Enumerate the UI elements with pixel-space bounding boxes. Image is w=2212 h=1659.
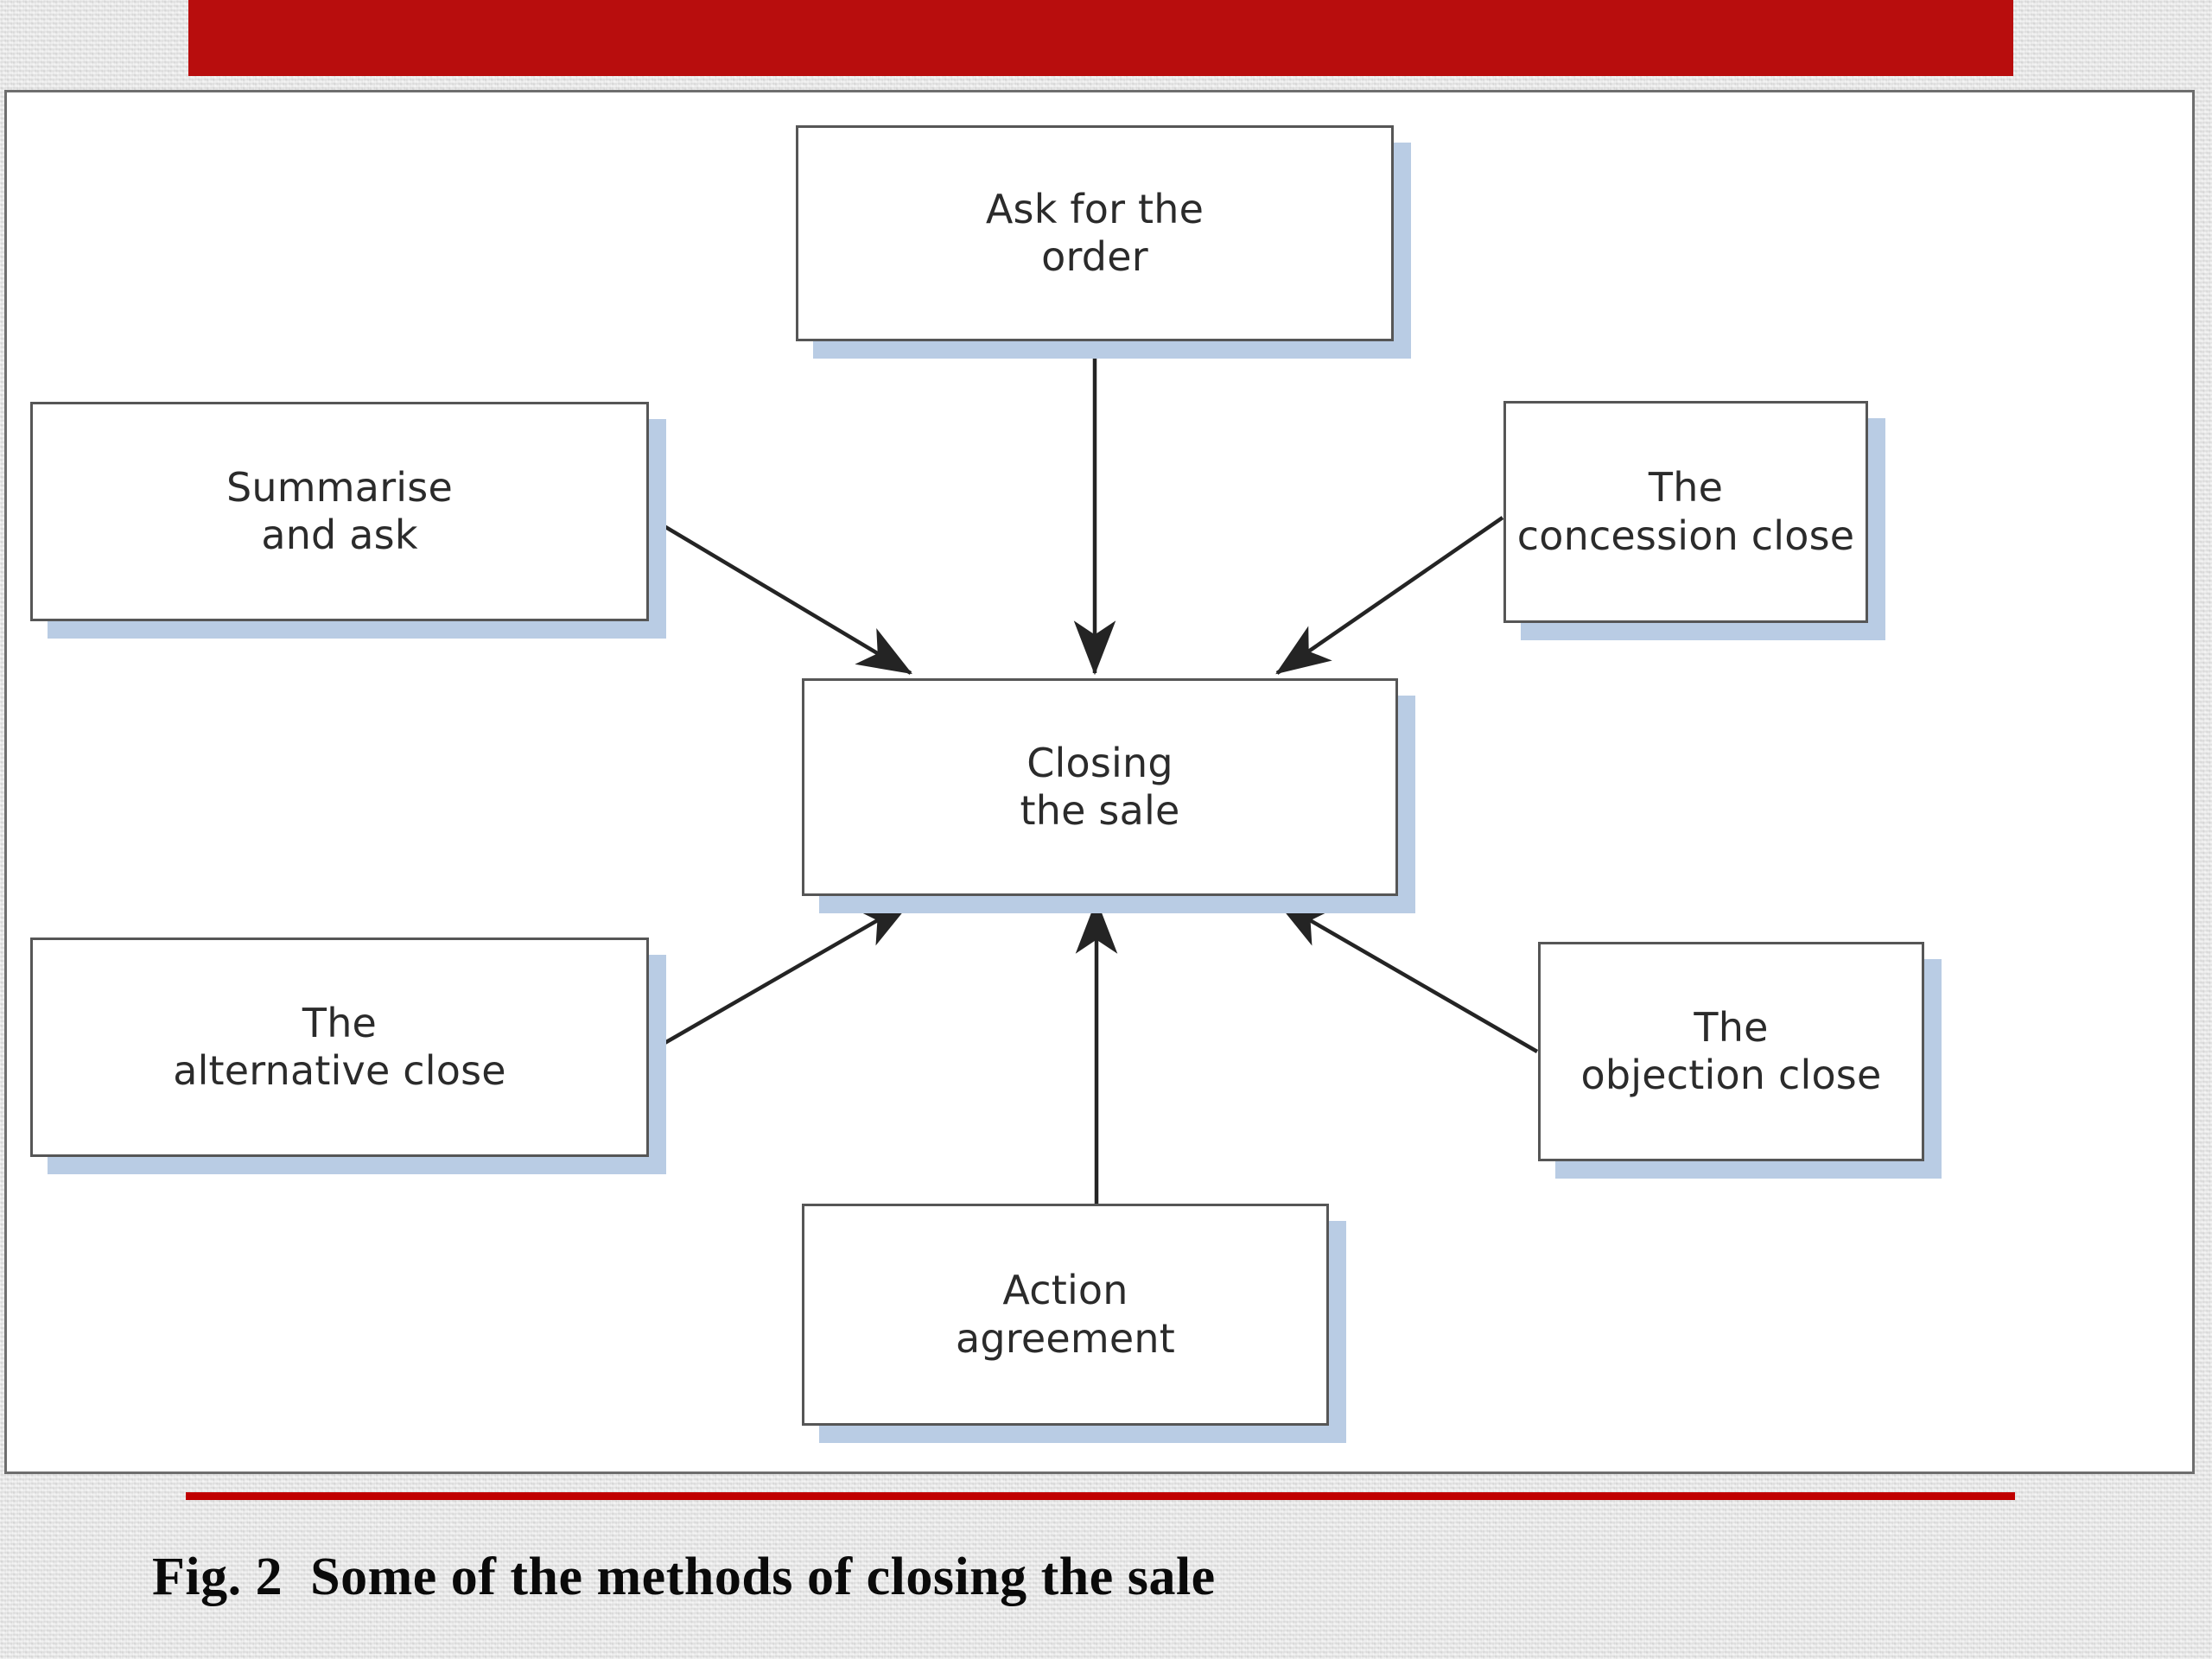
node-the-objection-close[interactable]: The objection close [1538, 942, 1924, 1161]
node-label-action: Action agreement [956, 1267, 1175, 1362]
node-the-alternative-close[interactable]: The alternative close [30, 938, 649, 1157]
caption-accent-rule [186, 1492, 2015, 1500]
edge-summarise-to-closing [648, 516, 912, 675]
node-label-concession: The concession close [1516, 464, 1855, 559]
node-label-closing: Closing the sale [1020, 739, 1180, 834]
node-closing-the-sale[interactable]: Closing the sale [802, 678, 1398, 896]
node-summarise-and-ask[interactable]: Summarise and ask [30, 402, 649, 621]
node-action-agreement[interactable]: Action agreement [802, 1204, 1329, 1426]
edge-concession-to-closing [1275, 516, 1504, 675]
edge-objection-to-closing [1275, 899, 1539, 1053]
flow-diagram: Ask for the order Summarise and ask The … [7, 92, 2192, 1471]
node-label-summarise: Summarise and ask [226, 463, 453, 558]
content-frame: Ask for the order Summarise and ask The … [4, 90, 2195, 1474]
figure-caption: Fig. 2 Some of the methods of closing th… [152, 1548, 1216, 1606]
node-label-alternative: The alternative close [173, 999, 506, 1094]
node-ask-for-the-order[interactable]: Ask for the order [796, 125, 1394, 341]
node-label-ask: Ask for the order [985, 185, 1205, 280]
node-the-concession-close[interactable]: The concession close [1503, 401, 1868, 623]
edge-alternative-to-closing [648, 899, 912, 1053]
node-label-objection: The objection close [1580, 1003, 1882, 1098]
top-red-banner [188, 0, 2013, 76]
